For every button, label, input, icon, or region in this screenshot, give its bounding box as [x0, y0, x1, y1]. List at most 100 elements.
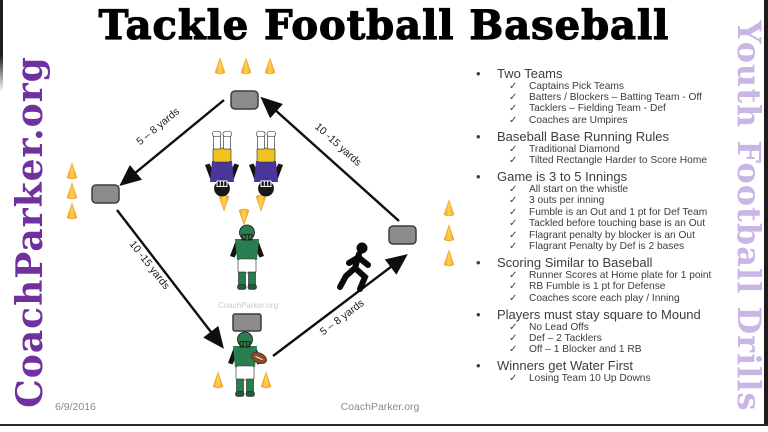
distance-label-bottom-left: 10 -15 yards: [127, 238, 172, 291]
rule-item: ✓Def – 2 Tacklers: [462, 333, 720, 344]
rule-heading: • Baseball Base Running Rules: [462, 129, 720, 144]
rule-heading-label: Baseball Base Running Rules: [497, 128, 669, 144]
check-icon: ✓: [509, 333, 518, 344]
bottom-border-line: [0, 424, 768, 426]
check-icon: ✓: [509, 206, 518, 218]
cone-icon: [260, 372, 272, 389]
rule-item: ✓ Fumble is an Out and 1 pt for Def Team: [462, 207, 720, 218]
base-third: [91, 184, 120, 204]
rule-item: ✓All start on the whistle: [462, 184, 720, 195]
slide-title: Tackle Football Baseball: [98, 1, 670, 49]
rule-item-label: Tackled before touching base is an Out: [529, 218, 706, 230]
rule-heading-label: Players must stay square to Mound: [497, 306, 701, 322]
rule-item-label: All start on the whistle: [529, 183, 629, 195]
rule-item-label: Captains Pick Teams: [529, 80, 624, 92]
right-edge-bar: [764, 0, 768, 426]
check-icon: ✓: [509, 114, 518, 126]
cone-icon: [255, 194, 267, 211]
ballcarrier-player-icon: [227, 331, 263, 397]
cone-icon: [218, 194, 230, 211]
rule-heading-label: Game is 3 to 5 Innings: [497, 168, 628, 184]
cone-icon: [212, 372, 224, 389]
bullet-icon: •: [476, 358, 481, 374]
rule-item: ✓ Captains Pick Teams: [462, 81, 720, 92]
rule-item: ✓ Tackled before touching base is an Out: [462, 218, 720, 229]
check-icon: ✓: [509, 143, 518, 155]
check-icon: ✓: [509, 218, 518, 230]
arrow-home-to-first: [272, 254, 408, 357]
check-icon: ✓: [509, 229, 518, 241]
base-first: [388, 225, 417, 245]
rule-item-label: Tilted Rectangle Harder to Score Home: [529, 155, 707, 167]
runner-player-icon: [229, 224, 265, 290]
rule-item-label: Losing Team 10 Up Downs: [529, 373, 651, 385]
rule-item: ✓Off – 1 Blocker and 1 RB: [462, 344, 720, 355]
rule-heading: • Game is 3 to 5 Innings: [462, 169, 720, 184]
rule-item: ✓ Coaches score each play / Inning: [462, 293, 720, 304]
rule-item: ✓ Traditional Diamond: [462, 144, 720, 155]
check-icon: ✓: [509, 80, 518, 92]
rule-item: ✓ Batters / Blockers – Batting Team - Off: [462, 92, 720, 103]
rule-item-label: Coaches score each play / Inning: [529, 292, 680, 304]
check-icon: ✓: [509, 103, 518, 115]
rule-heading-label: Scoring Similar to Baseball: [497, 254, 653, 270]
defender-player-icon: [248, 131, 284, 197]
bullet-icon: •: [476, 65, 481, 81]
rule-item: ✓ RB Fumble is 1 pt for Defense: [462, 281, 720, 292]
rule-item: ✓Runner Scores at Home plate for 1 point: [462, 270, 720, 281]
runner-silhouette-icon: [337, 242, 371, 292]
arrow-third-to-home: [116, 209, 224, 349]
rule-item: ✓ No Lead Offs: [462, 322, 720, 333]
rule-item-label: Batters / Blockers – Batting Team - Off: [529, 91, 702, 103]
footer-date: 6/9/2016: [55, 401, 96, 413]
cone-icon: [66, 183, 78, 200]
cone-icon: [214, 58, 226, 75]
bullet-icon: •: [476, 128, 481, 144]
rule-heading-label: Two Teams: [497, 65, 563, 81]
rule-heading: • Two Teams: [462, 66, 720, 81]
rule-item-label: 3 outs per inning: [529, 195, 605, 207]
defender-player-icon: [204, 131, 240, 197]
check-icon: ✓: [509, 373, 518, 385]
check-icon: ✓: [509, 91, 518, 103]
arrow-first-to-second: [260, 96, 400, 222]
check-icon: ✓: [509, 155, 518, 167]
rule-item-label: Coaches are Umpires: [529, 114, 628, 126]
bullet-icon: •: [476, 254, 481, 270]
rule-heading: • Winners get Water First: [462, 358, 720, 373]
rule-item-label: Fumble is an Out and 1 pt for Def Team: [529, 206, 708, 218]
cone-icon: [66, 163, 78, 180]
rule-item: ✓ Tacklers – Fielding Team - Def: [462, 103, 720, 114]
rule-heading-label: Winners get Water First: [497, 358, 634, 374]
rule-item-label: No Lead Offs: [529, 321, 589, 333]
rules-list: •Two Teams✓Captains Pick Teams✓Batters /…: [462, 63, 720, 385]
cone-icon: [240, 58, 252, 75]
rule-item: ✓3 outs per inning: [462, 195, 720, 206]
rule-item-label: Flagrant Penalty by Def is 2 bases: [529, 240, 685, 252]
rule-item-label: Tacklers – Fielding Team - Def: [529, 103, 666, 115]
cone-icon: [264, 58, 276, 75]
rule-item-label: RB Fumble is 1 pt for Defense: [529, 281, 666, 293]
check-icon: ✓: [509, 281, 518, 293]
base-second: [230, 90, 259, 110]
footer-site: CoachParker.org: [340, 401, 420, 413]
check-icon: ✓: [509, 292, 518, 304]
cone-icon: [443, 200, 455, 217]
right-sidebar-label: Youth Football Drills: [730, 20, 768, 412]
distance-label-top-right: 10 -15 yards: [312, 121, 363, 169]
bullet-icon: •: [476, 306, 481, 322]
bullet-icon: •: [476, 168, 481, 184]
football-icon: [251, 351, 267, 365]
left-edge-bar: [0, 0, 3, 92]
rule-item-label: Traditional Diamond: [529, 143, 620, 155]
cone-icon: [66, 203, 78, 220]
check-icon: ✓: [509, 321, 518, 333]
cone-icon: [443, 225, 455, 242]
rule-item-label: Flagrant penalty by blocker is an Out: [529, 229, 695, 241]
rule-heading: • Players must stay square to Mound: [462, 307, 720, 322]
rule-item: ✓ Coaches are Umpires: [462, 115, 720, 126]
cone-icon: [443, 250, 455, 267]
rule-heading: • Scoring Similar to Baseball: [462, 255, 720, 270]
rule-item-label: Off – 1 Blocker and 1 RB: [529, 344, 642, 356]
